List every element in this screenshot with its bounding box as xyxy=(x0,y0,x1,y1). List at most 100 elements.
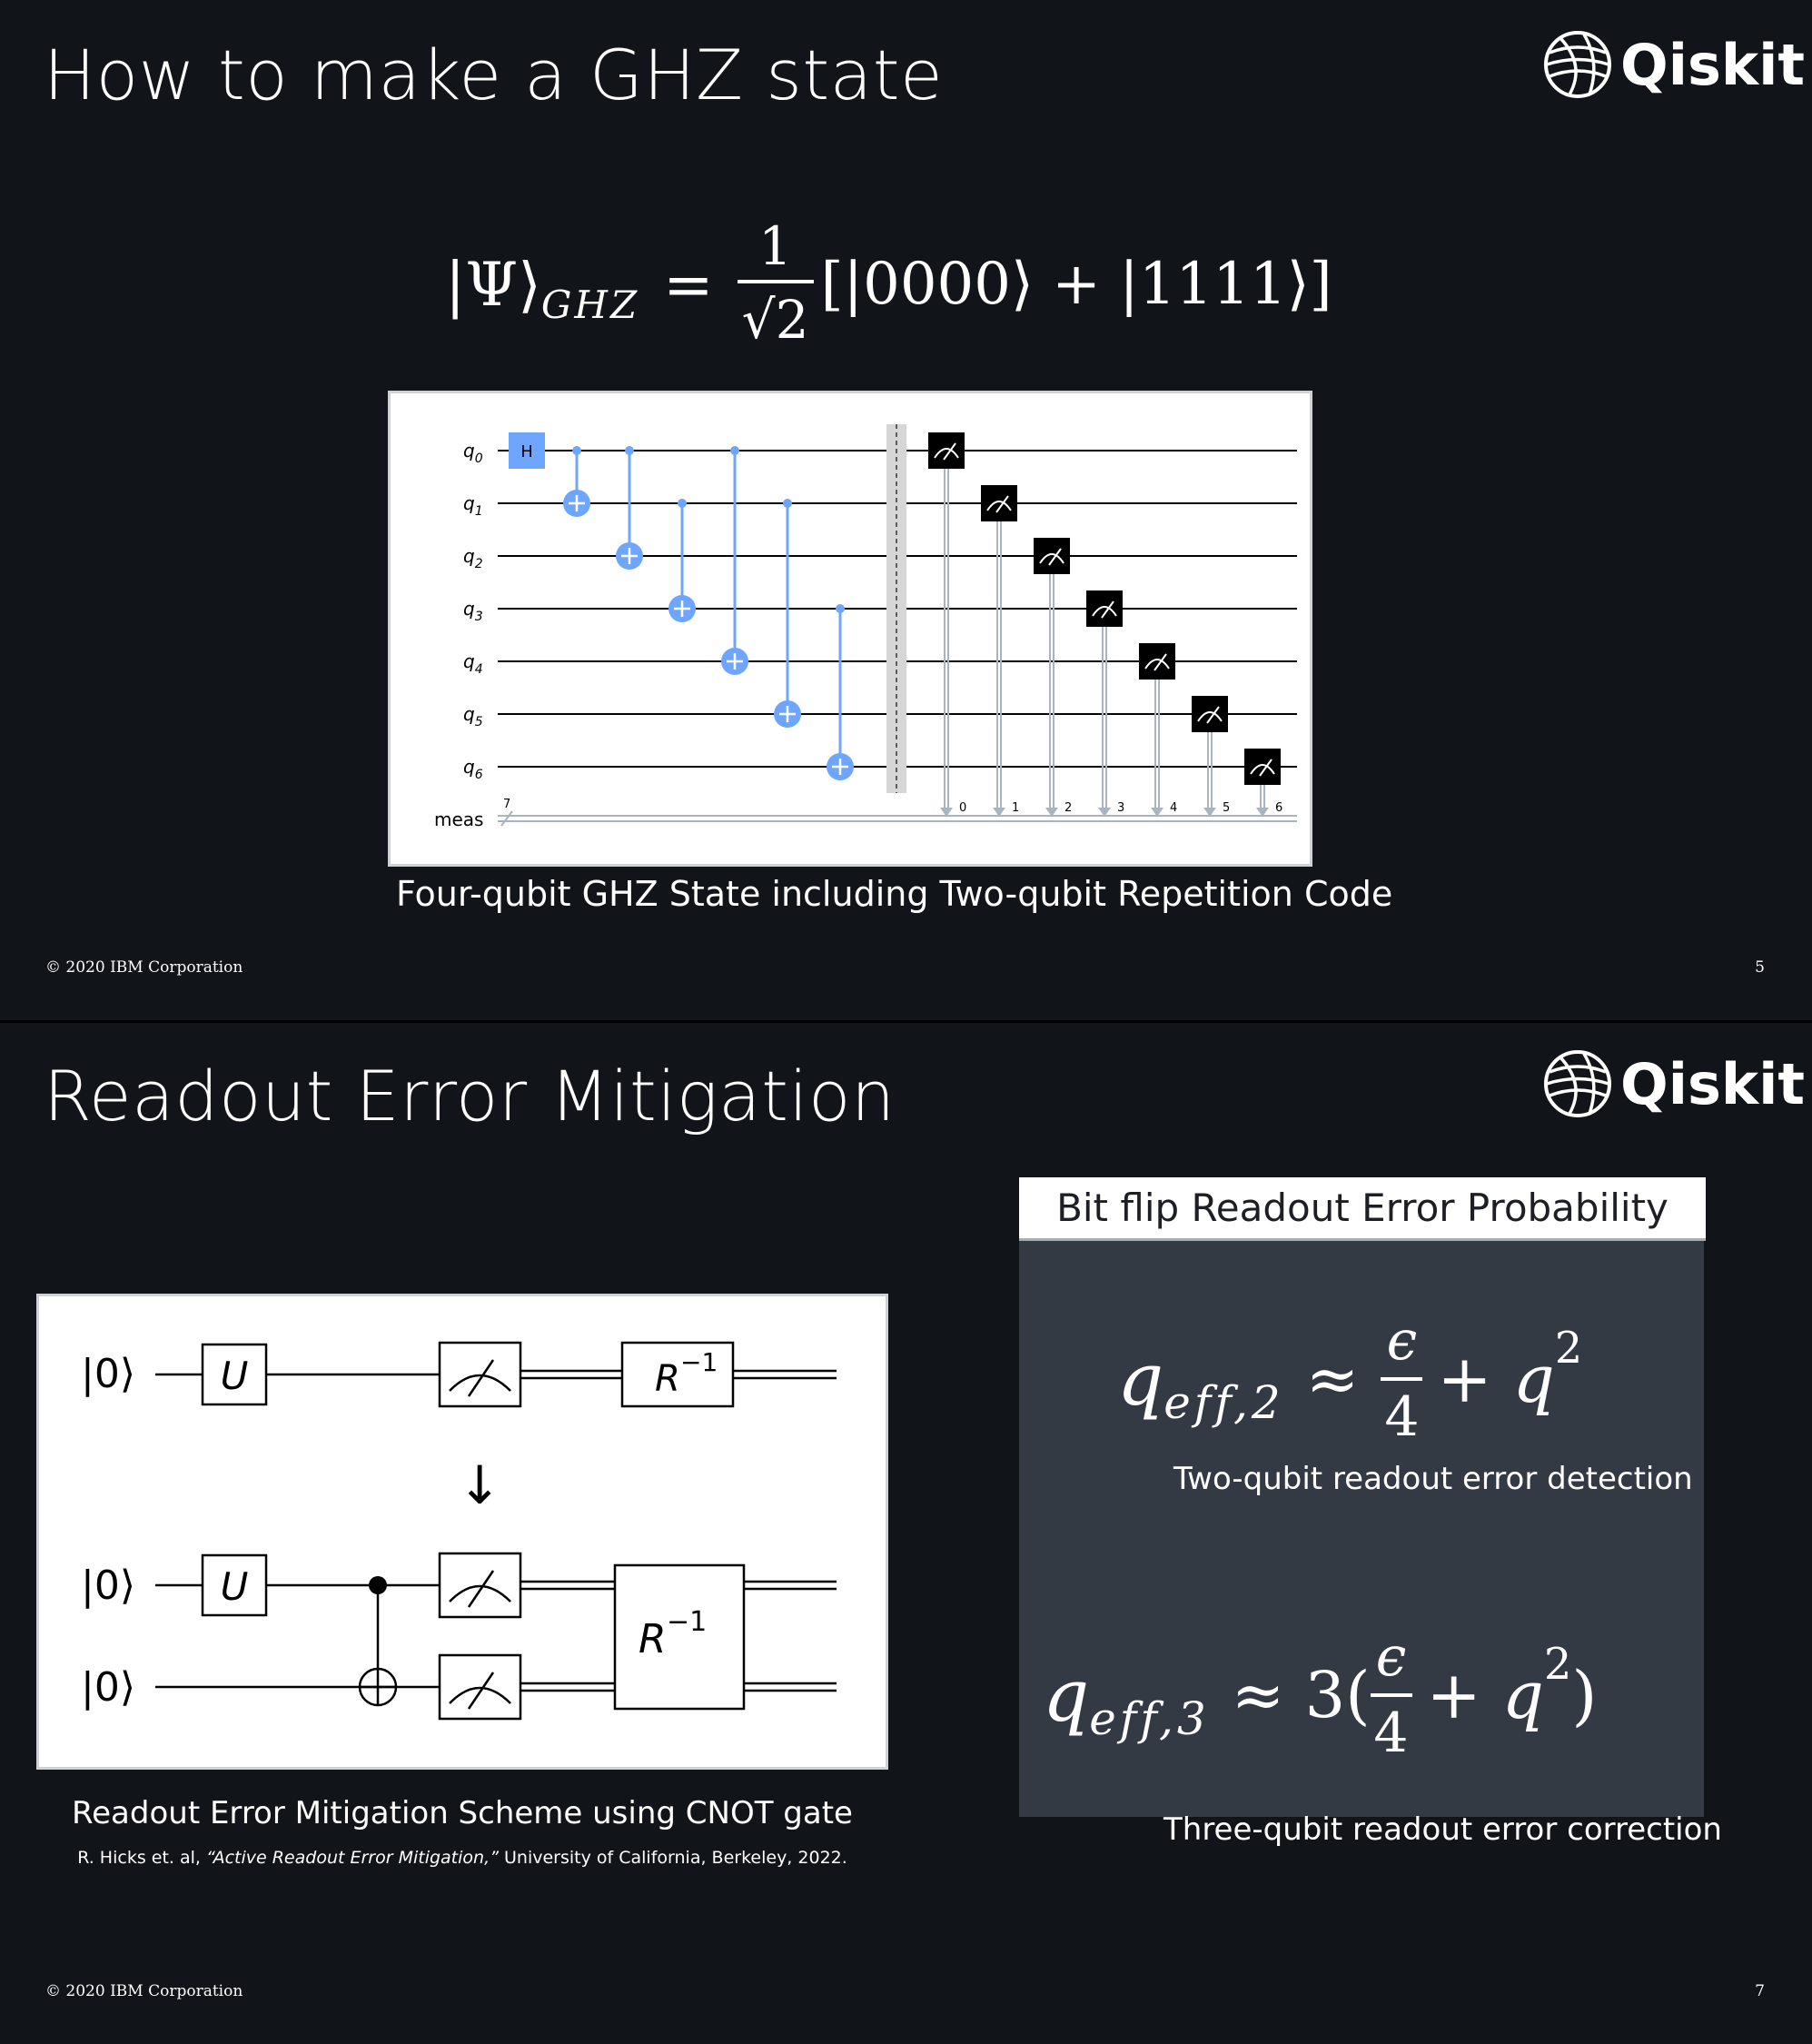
footer-copyright: © 2020 IBM Corporation xyxy=(45,958,243,977)
qubit-index: 2 xyxy=(475,557,483,571)
fraction-bar xyxy=(737,280,814,283)
measure-needle xyxy=(995,495,1009,513)
eq1-approx: ≈ xyxy=(1305,1342,1360,1416)
citation-authors: R. Hicks et. al, xyxy=(77,1848,206,1868)
eq2-approx: ≈ 3( xyxy=(1231,1658,1371,1732)
fraction-bar xyxy=(1370,1693,1412,1697)
slide-title: How to make a GHZ state xyxy=(44,35,944,115)
measure-arc xyxy=(934,448,959,459)
probability-panel xyxy=(1019,1177,1704,1817)
eq1-den: 4 xyxy=(1384,1385,1420,1449)
measure-arrow xyxy=(940,808,953,817)
measure-arc xyxy=(449,1584,511,1602)
eq2-sub: eff,3 xyxy=(1089,1692,1210,1745)
eq1-label: Two-qubit readout error detection xyxy=(1173,1461,1693,1497)
eq-two-qubit: q eff,2 ≈ ϵ 4 + q 2 xyxy=(1117,1288,1582,1470)
register-slash xyxy=(500,810,513,827)
eq2-sup: 2 xyxy=(1543,1639,1572,1690)
qiskit-logo: Qiskit xyxy=(1542,1045,1805,1123)
measure-arc xyxy=(1197,711,1223,722)
measure-index: 6 xyxy=(1275,801,1282,815)
measure-needle xyxy=(1154,653,1167,671)
classical-width-label: 7 xyxy=(503,798,510,811)
u-gate-label: U xyxy=(221,1354,249,1398)
ghz-equation: |Ψ⟩ GHZ = 1 √2 [|0000⟩ + |1111⟩] xyxy=(445,207,1332,362)
classical-register-label: meas xyxy=(434,809,483,830)
eq1-plus: + q xyxy=(1437,1341,1555,1417)
measure-gate xyxy=(438,1341,522,1408)
eq-denominator: √2 xyxy=(741,289,809,351)
measure-gate xyxy=(1034,538,1070,574)
measure-index: 2 xyxy=(1064,801,1072,815)
eq2-q: q xyxy=(1043,1652,1090,1738)
cnot-control xyxy=(369,1576,387,1594)
qubit-label: q4 xyxy=(463,650,483,677)
probability-panel-header: Bit flip Readout Error Probability xyxy=(1019,1177,1706,1241)
u-gate-label: U xyxy=(221,1564,249,1609)
slide-ghz: How to make a GHZ state Qiskit |Ψ⟩ GHZ =… xyxy=(0,0,1812,1020)
r-inverse-gate xyxy=(620,1341,735,1408)
qubit-label: q2 xyxy=(463,545,483,571)
page-number: 5 xyxy=(1755,958,1765,977)
measure-index: 1 xyxy=(1012,801,1019,815)
eq1-sup: 2 xyxy=(1554,1323,1583,1374)
measure-arrow xyxy=(993,808,1005,817)
measure-arrow xyxy=(1203,808,1216,817)
qiskit-logo-icon xyxy=(1544,1050,1611,1117)
measure-gate xyxy=(1192,696,1228,732)
measure-needle xyxy=(467,1359,495,1397)
ket-zero: |0⟩ xyxy=(81,1563,135,1609)
eq-numerator: 1 xyxy=(758,215,793,277)
measure-arc xyxy=(1250,764,1275,775)
ket-zero: |0⟩ xyxy=(81,1664,135,1711)
eq2-plus: + q xyxy=(1426,1657,1544,1733)
h-gate-label: H xyxy=(520,442,533,461)
measure-arc xyxy=(449,1686,511,1704)
measure-needle xyxy=(1259,759,1272,777)
qiskit-logo: Qiskit xyxy=(1542,25,1805,104)
h-gate xyxy=(509,432,545,469)
citation-rest: University of California, Berkeley, 2022… xyxy=(498,1848,847,1868)
cnot-control xyxy=(836,604,845,613)
eq2-close: ) xyxy=(1571,1657,1598,1733)
measure-arc xyxy=(1144,659,1170,670)
eq1-q: q xyxy=(1117,1336,1164,1422)
measure-gate xyxy=(1086,590,1123,627)
mitigation-circuit-svg: |0⟩ U R −1 ↓ |0⟩ |0⟩ U xyxy=(81,1341,837,1721)
measure-gate xyxy=(981,485,1017,521)
mitigation-caption: Readout Error Mitigation Scheme using CN… xyxy=(72,1795,853,1831)
footer-copyright: © 2020 IBM Corporation xyxy=(45,1982,243,2000)
eq2-den: 4 xyxy=(1373,1702,1409,1765)
measure-arrow xyxy=(1098,808,1111,817)
qubit-index: 5 xyxy=(475,715,483,729)
qubit-index: 3 xyxy=(475,610,483,624)
qubit-index: 1 xyxy=(475,504,483,519)
measure-gate xyxy=(1139,643,1175,680)
slide-readout-mitigation: Readout Error Mitigation Qiskit |0⟩ U xyxy=(0,1023,1812,2044)
cnot-control xyxy=(730,446,739,455)
cnot-control xyxy=(572,446,581,455)
qubit-index: 6 xyxy=(475,768,483,782)
measure-gate xyxy=(928,432,965,469)
measure-gate xyxy=(1244,749,1281,785)
logo-text: Qiskit xyxy=(1620,1050,1805,1117)
u-gate xyxy=(201,1553,268,1617)
qubit-label: q5 xyxy=(463,703,483,729)
qubit-index: 4 xyxy=(475,662,483,677)
logo-text: Qiskit xyxy=(1620,31,1805,98)
measure-arc xyxy=(1092,606,1117,617)
measure-arc xyxy=(986,501,1012,511)
eq1-sub: eff,2 xyxy=(1163,1376,1284,1429)
eq2-label: Three-qubit readout error correction xyxy=(1163,1811,1722,1848)
ket-zero: |0⟩ xyxy=(81,1351,135,1397)
measure-index: 3 xyxy=(1117,801,1124,815)
eq-fraction: 1 √2 xyxy=(737,213,814,356)
qubit-label: q3 xyxy=(463,598,483,624)
eq-three-qubit: q eff,3 ≈ 3( ϵ 4 + q 2 ) xyxy=(1043,1604,1597,1786)
measure-needle xyxy=(1048,548,1062,566)
cnot-control xyxy=(625,446,634,455)
eq-rhs: [|0000⟩ + |1111⟩] xyxy=(820,251,1332,318)
r-inverse-label: R xyxy=(639,1616,667,1662)
measure-arc xyxy=(1039,553,1064,564)
